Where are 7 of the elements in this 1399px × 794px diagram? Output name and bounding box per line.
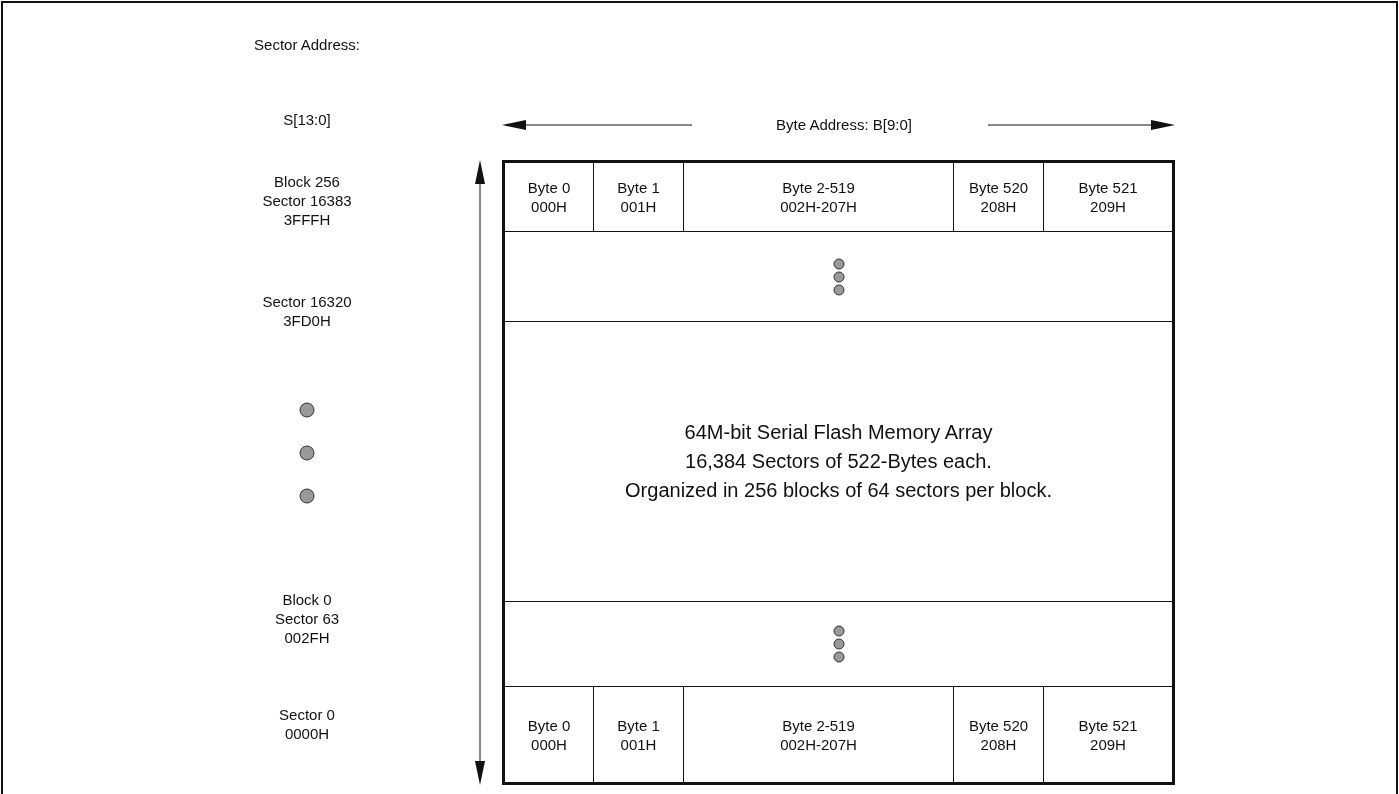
address-label: S[13:0] bbox=[282, 110, 332, 129]
axis-title: Sector Address: bbox=[253, 35, 361, 54]
address-label: Block 256 Sector 16383 3FFFH bbox=[261, 172, 353, 229]
address-label: Sector 0 0000H bbox=[278, 705, 336, 743]
memory-array-box bbox=[502, 160, 1175, 785]
address-label: Block 0 Sector 63 002FH bbox=[273, 590, 341, 647]
address-label: Sector 16320 3FD0H bbox=[261, 292, 353, 330]
